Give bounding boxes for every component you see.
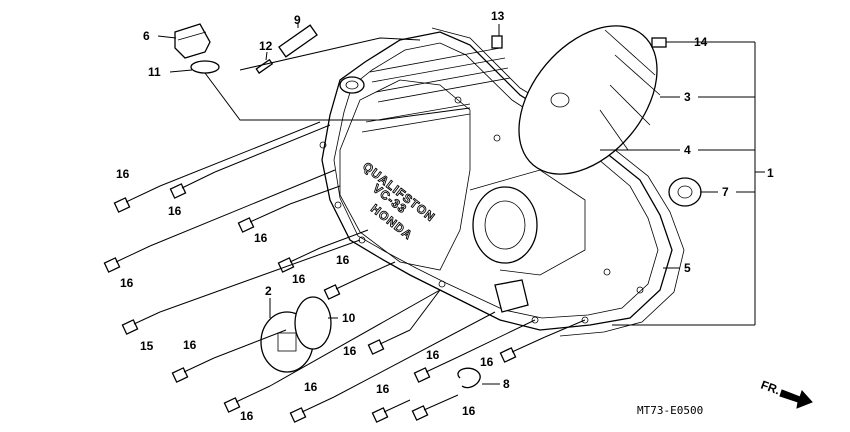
- gasket: [431, 27, 685, 337]
- label-1: 1: [767, 166, 774, 180]
- label-16: 16: [254, 231, 268, 245]
- label-16: 16: [304, 380, 318, 394]
- front-direction-indicator: FR.: [759, 378, 813, 409]
- bolt: [113, 121, 321, 213]
- label-14: 14: [694, 35, 708, 49]
- label-16: 16: [240, 409, 254, 423]
- callout-labels: 1 2 3 4 5 6 7 8 9 10 11 12 13 14 15 16 1…: [116, 9, 774, 423]
- front-label: FR.: [759, 378, 782, 398]
- front-arrow-icon: [779, 389, 813, 409]
- label-8: 8: [503, 377, 510, 391]
- label-16: 16: [462, 404, 476, 418]
- bolt: [411, 394, 459, 421]
- label-16: 16: [116, 167, 130, 181]
- leader-lines: [157, 22, 765, 385]
- bolt: [499, 319, 586, 363]
- o-ring-10: [294, 296, 332, 350]
- bolts: [103, 121, 586, 423]
- inspection-window: [494, 279, 529, 313]
- label-16: 16: [168, 204, 182, 218]
- label-13: 13: [491, 9, 505, 23]
- label-16: 16: [343, 344, 357, 358]
- label-2: 2: [265, 284, 272, 298]
- bolt: [103, 169, 336, 273]
- label-10: 10: [342, 311, 356, 325]
- label-11: 11: [148, 65, 161, 79]
- bolt: [367, 289, 441, 355]
- bolt: [237, 185, 341, 233]
- label-7: 7: [722, 185, 729, 199]
- oil-filler-boss: [339, 76, 365, 94]
- label-15: 15: [140, 339, 154, 353]
- stud-12: [255, 58, 274, 74]
- dowel-pin-9: [278, 24, 318, 58]
- label-16: 16: [120, 276, 134, 290]
- bolt: [277, 229, 369, 273]
- bolt: [223, 289, 441, 413]
- cap: [668, 177, 702, 207]
- label-16: 16: [480, 355, 494, 369]
- bolt: [169, 124, 331, 199]
- label-16: 16: [292, 272, 306, 286]
- o-ring-11: [190, 60, 220, 74]
- separator-plate: [518, 25, 661, 175]
- bolt-14: [651, 37, 676, 48]
- bolt: [121, 239, 361, 335]
- clip-8: [457, 367, 481, 389]
- oil-filler-cap: [174, 23, 211, 59]
- label-16: 16: [336, 253, 350, 267]
- label-12: 12: [259, 39, 273, 53]
- bolt: [171, 329, 287, 383]
- label-3: 3: [684, 90, 691, 104]
- bolt: [371, 399, 411, 423]
- label-16: 16: [426, 348, 440, 362]
- label-9: 9: [294, 13, 301, 27]
- label-16: 16: [183, 338, 197, 352]
- label-5: 5: [684, 261, 691, 275]
- label-4: 4: [684, 143, 691, 157]
- cover-hatching: [361, 47, 511, 133]
- label-16: 16: [376, 382, 390, 396]
- bolt: [413, 319, 536, 383]
- bolt: [323, 261, 396, 300]
- collar-13: [491, 35, 503, 49]
- diagram-code: MT73-E0500: [637, 404, 703, 417]
- label-6: 6: [143, 29, 150, 43]
- bolt: [289, 311, 496, 423]
- crankcase-cover: QUALIFSTON VC-33 HONDA: [319, 31, 673, 331]
- cover-boss: [472, 186, 538, 264]
